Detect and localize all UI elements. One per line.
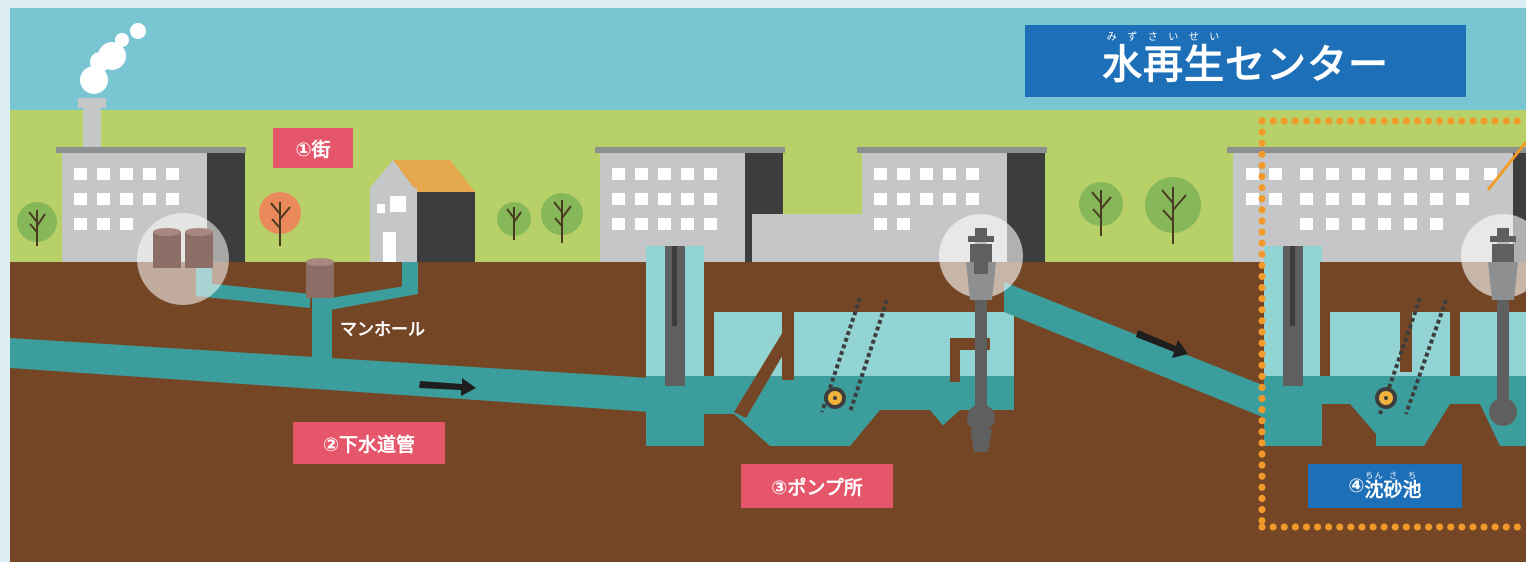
tree-orange bbox=[259, 192, 301, 246]
grit-chamber-prefix: ④ bbox=[1348, 475, 1365, 497]
chimney-top bbox=[78, 98, 106, 108]
flow-arrow-2 bbox=[1136, 330, 1188, 358]
page-title: 水みず再さい生せいセンター bbox=[1025, 25, 1466, 97]
tree-green-1 bbox=[17, 202, 57, 246]
house bbox=[370, 160, 475, 264]
magnifier-pump-2 bbox=[1461, 214, 1526, 300]
sewer-pipe bbox=[10, 338, 650, 412]
pointer-line bbox=[1486, 141, 1526, 191]
label-town: ①街 bbox=[273, 128, 353, 168]
steam-clouds bbox=[80, 23, 146, 94]
title-char-3: 生せい bbox=[1184, 32, 1225, 88]
manhole-lid bbox=[306, 258, 334, 298]
tree-green-3 bbox=[541, 193, 583, 243]
tree-green-2 bbox=[497, 202, 531, 240]
label-sewer-pipe: ②下水道管 bbox=[293, 422, 445, 464]
chimney bbox=[83, 108, 101, 150]
label-pump-station: ③ポンプ所 bbox=[741, 464, 893, 508]
label-manhole: マンホール bbox=[340, 320, 425, 340]
magnifier-pump bbox=[939, 214, 1023, 300]
flow-arrow-1 bbox=[419, 378, 476, 396]
title-char-2: 再さい bbox=[1143, 32, 1184, 88]
tree-green-5 bbox=[1145, 177, 1201, 244]
tree-green-4 bbox=[1079, 182, 1123, 236]
pressure-pipe bbox=[1004, 282, 1270, 420]
title-char-1: 水みず bbox=[1102, 32, 1143, 88]
pump-station-basin bbox=[646, 230, 1014, 452]
title-rest: センター bbox=[1225, 42, 1389, 88]
water-center-frame bbox=[1258, 117, 1526, 531]
magnifier-house-drain bbox=[137, 213, 229, 305]
connector-building bbox=[752, 214, 864, 264]
pump-station-building-1 bbox=[595, 147, 785, 264]
